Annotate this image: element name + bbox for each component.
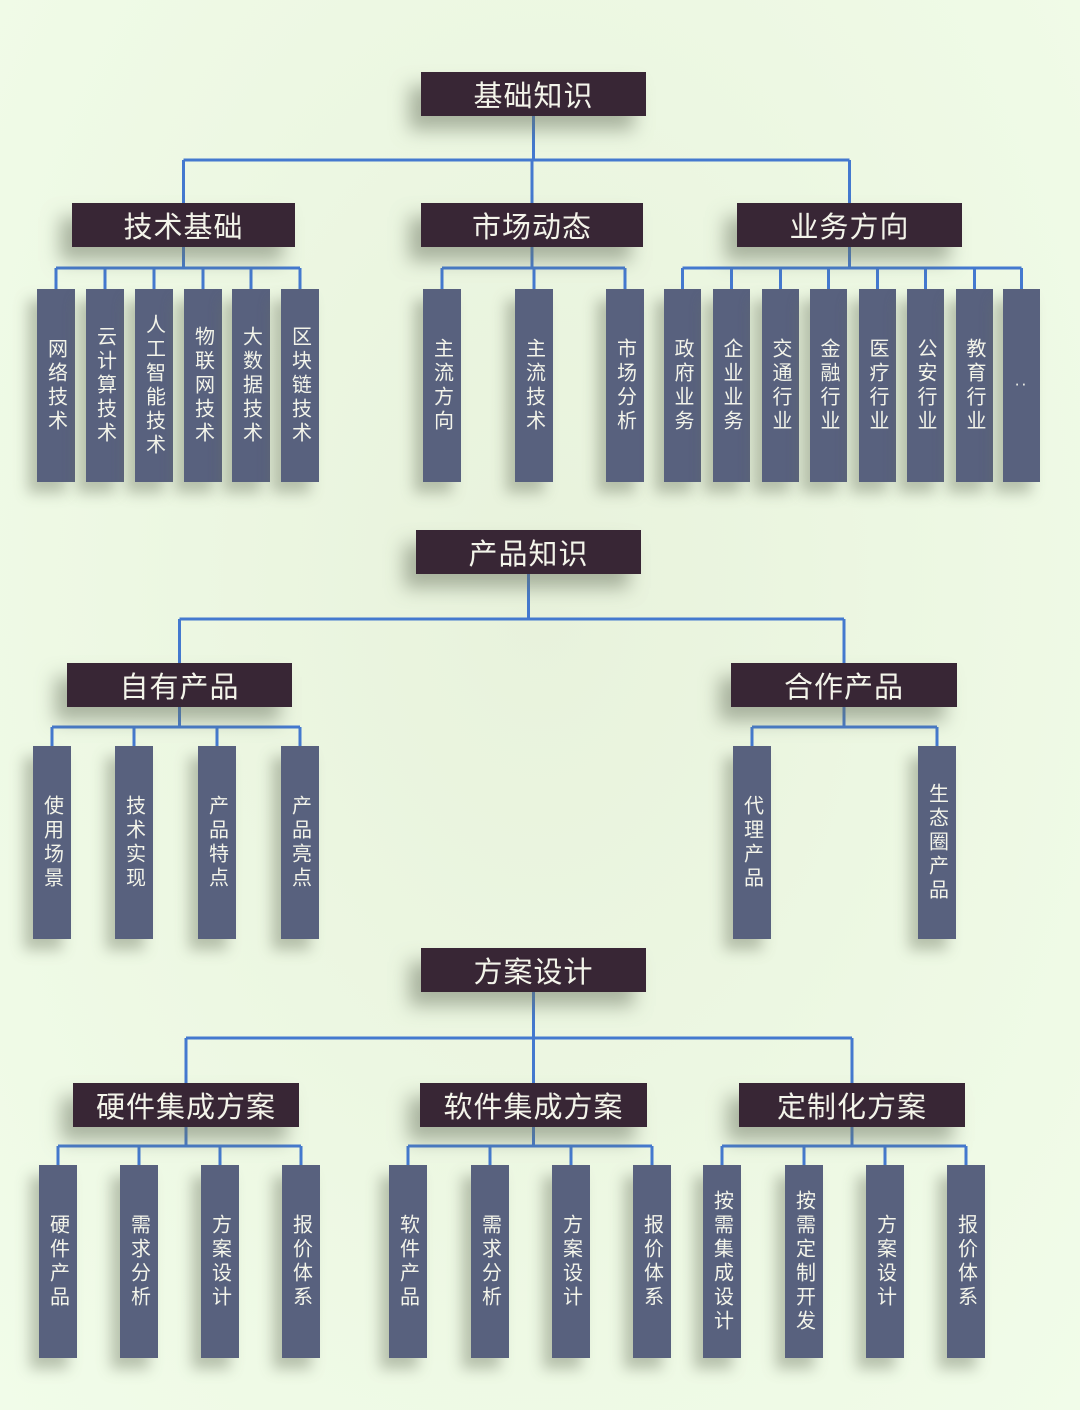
leaf-bar-custom-solution-4: 报价体系 xyxy=(947,1165,985,1358)
leaf-bar-tech-foundation-2-label: 云计算技术 xyxy=(93,325,118,446)
leaf-bar-business-direction-5-label: 医疗行业 xyxy=(866,337,890,434)
leaf-bar-partner-products-1: 代理产品 xyxy=(733,746,771,939)
leaf-bar-hardware-integration-2-label: 需求分析 xyxy=(127,1213,152,1310)
leaf-bar-hardware-integration-3-label: 方案设计 xyxy=(208,1213,233,1310)
leaf-bar-own-products-4-label: 产品亮点 xyxy=(288,794,313,891)
leaf-bar-custom-solution-2-label: 按需定制开发 xyxy=(792,1189,817,1334)
root-node-product-knowledge: 产品知识 xyxy=(416,530,641,574)
leaf-bar-custom-solution-3-label: 方案设计 xyxy=(873,1213,898,1310)
leaf-bar-business-direction-1: 政府业务 xyxy=(664,289,701,482)
leaf-bar-business-direction-4-label: 金融行业 xyxy=(817,337,841,434)
leaf-bar-tech-foundation-5-label: 大数据技术 xyxy=(239,325,264,446)
leaf-bar-custom-solution-2: 按需定制开发 xyxy=(785,1165,823,1358)
leaf-bar-software-integration-1-label: 软件产品 xyxy=(396,1213,421,1310)
leaf-bar-own-products-2-label: 技术实现 xyxy=(122,794,147,891)
leaf-bar-tech-foundation-4: 物联网技术 xyxy=(184,289,222,482)
leaf-bar-own-products-2: 技术实现 xyxy=(115,746,153,939)
leaf-bar-market-trends-1: 主流方向 xyxy=(423,289,461,482)
leaf-bar-business-direction-5: 医疗行业 xyxy=(859,289,896,482)
leaf-bar-software-integration-3-label: 方案设计 xyxy=(559,1213,584,1310)
leaf-bar-own-products-3-label: 产品特点 xyxy=(205,794,230,891)
leaf-bar-custom-solution-3: 方案设计 xyxy=(866,1165,904,1358)
root-node-solution-design: 方案设计 xyxy=(421,948,646,992)
branch-node-business-direction: 业务方向 xyxy=(737,203,962,247)
leaf-bar-business-direction-4: 金融行业 xyxy=(810,289,847,482)
leaf-bar-hardware-integration-1-label: 硬件产品 xyxy=(46,1213,71,1310)
branch-node-hardware-integration: 硬件集成方案 xyxy=(73,1083,299,1127)
leaf-bar-tech-foundation-3: 人工智能技术 xyxy=(135,289,173,482)
leaf-bar-market-trends-3-label: 市场分析 xyxy=(613,337,638,434)
leaf-bar-software-integration-2: 需求分析 xyxy=(471,1165,509,1358)
leaf-bar-business-direction-8-label: ·· xyxy=(1014,376,1029,394)
leaf-bar-own-products-1-label: 使用场景 xyxy=(40,794,65,891)
leaf-bar-tech-foundation-1-label: 网络技术 xyxy=(44,337,69,434)
leaf-bar-tech-foundation-2: 云计算技术 xyxy=(86,289,124,482)
root-node-basic-knowledge: 基础知识 xyxy=(421,72,646,116)
branch-node-tech-foundation: 技术基础 xyxy=(72,203,295,247)
leaf-bar-business-direction-3: 交通行业 xyxy=(762,289,799,482)
leaf-bar-business-direction-7-label: 教育行业 xyxy=(963,337,987,434)
leaf-bar-own-products-3: 产品特点 xyxy=(198,746,236,939)
leaf-bar-tech-foundation-1: 网络技术 xyxy=(37,289,75,482)
leaf-bar-hardware-integration-1: 硬件产品 xyxy=(39,1165,77,1358)
leaf-bar-tech-foundation-3-label: 人工智能技术 xyxy=(142,313,167,458)
leaf-bar-software-integration-2-label: 需求分析 xyxy=(478,1213,503,1310)
leaf-bar-business-direction-6-label: 公安行业 xyxy=(914,337,938,434)
leaf-bar-market-trends-2-label: 主流技术 xyxy=(522,337,547,434)
leaf-bar-business-direction-3-label: 交通行业 xyxy=(769,337,793,434)
leaf-bar-hardware-integration-4-label: 报价体系 xyxy=(289,1213,314,1310)
leaf-bar-hardware-integration-4: 报价体系 xyxy=(282,1165,320,1358)
leaf-bar-software-integration-3: 方案设计 xyxy=(552,1165,590,1358)
leaf-bar-business-direction-6: 公安行业 xyxy=(907,289,944,482)
branch-node-partner-products: 合作产品 xyxy=(731,663,957,707)
leaf-bar-own-products-1: 使用场景 xyxy=(33,746,71,939)
branch-node-market-trends: 市场动态 xyxy=(421,203,643,247)
leaf-bar-partner-products-2-label: 生态圈产品 xyxy=(925,782,950,903)
leaf-bar-software-integration-1: 软件产品 xyxy=(389,1165,427,1358)
leaf-bar-business-direction-7: 教育行业 xyxy=(956,289,993,482)
leaf-bar-business-direction-2-label: 企业业务 xyxy=(720,337,744,434)
leaf-bar-partner-products-2: 生态圈产品 xyxy=(918,746,956,939)
leaf-bar-custom-solution-1-label: 按需集成设计 xyxy=(710,1189,735,1334)
leaf-bar-tech-foundation-6: 区块链技术 xyxy=(281,289,319,482)
branch-node-software-integration: 软件集成方案 xyxy=(420,1083,647,1127)
leaf-bar-partner-products-1-label: 代理产品 xyxy=(740,794,765,891)
leaf-bar-market-trends-2: 主流技术 xyxy=(515,289,553,482)
leaf-bar-hardware-integration-3: 方案设计 xyxy=(201,1165,239,1358)
leaf-bar-market-trends-3: 市场分析 xyxy=(606,289,644,482)
leaf-bar-software-integration-4-label: 报价体系 xyxy=(640,1213,665,1310)
leaf-bar-custom-solution-1: 按需集成设计 xyxy=(703,1165,741,1358)
leaf-bar-business-direction-8: ·· xyxy=(1003,289,1040,482)
branch-node-custom-solution: 定制化方案 xyxy=(739,1083,965,1127)
leaf-bar-tech-foundation-4-label: 物联网技术 xyxy=(191,325,216,446)
leaf-bar-business-direction-2: 企业业务 xyxy=(713,289,750,482)
branch-node-own-products: 自有产品 xyxy=(67,663,292,707)
leaf-bar-hardware-integration-2: 需求分析 xyxy=(120,1165,158,1358)
leaf-bar-custom-solution-4-label: 报价体系 xyxy=(954,1213,979,1310)
leaf-bar-market-trends-1-label: 主流方向 xyxy=(430,337,455,434)
leaf-bar-own-products-4: 产品亮点 xyxy=(281,746,319,939)
leaf-bar-business-direction-1-label: 政府业务 xyxy=(671,337,695,434)
leaf-bar-tech-foundation-6-label: 区块链技术 xyxy=(288,325,313,446)
leaf-bar-tech-foundation-5: 大数据技术 xyxy=(232,289,270,482)
leaf-bar-software-integration-4: 报价体系 xyxy=(633,1165,671,1358)
